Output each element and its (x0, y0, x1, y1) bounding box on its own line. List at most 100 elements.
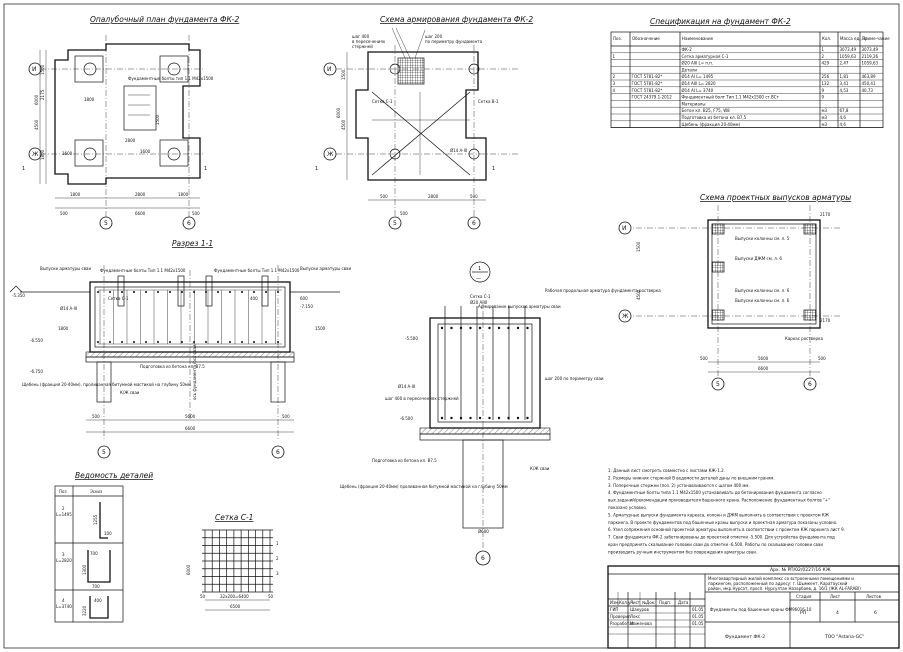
detail-bar-bottom (459, 416, 463, 420)
formwork-title: Опалубочный план фундамента ФК-2 (90, 15, 239, 24)
reinf-rebar-label: Ø14 A-III (450, 148, 467, 153)
mesh-dim-2: 6500 (230, 604, 241, 609)
mesh-dim-5: 50 (268, 594, 274, 599)
axis-5-outlets: 5 (716, 381, 720, 388)
spec-cell-5-2: Ø14 AIII L= 2820 (682, 81, 717, 86)
detail-section: 1 — 6 Рабочая продольная арматура фундам… (340, 261, 661, 566)
spec-cell-6-2: Ø14 AI L= 3740 (682, 88, 714, 93)
outlets-label-2: Выпуски ДЖМ см. л. 6 (735, 256, 782, 261)
reinf-callout-left-1: шаг 400 (352, 34, 370, 39)
spec-cell-8-2: Материалы (682, 101, 706, 106)
section-outlets-left: Выпуски арматуры сваи (40, 266, 92, 271)
reinforcement-title: Схема армирования фундамента ФК-2 (380, 15, 533, 24)
note-line: 6. Узел сопряжения основной проектной ар… (608, 527, 845, 532)
spec-cell-2-3: 429 (822, 61, 830, 66)
stamp-person-1-date: 01.05 (692, 607, 704, 612)
spec-cell-2-4: 2,47 (840, 61, 849, 66)
detail-bar-bottom (526, 416, 529, 420)
section-bolts-right: Фундаментные болты Тип 1.1 М42х1500 (214, 268, 300, 273)
note-line: паркинга. В проекте фундаментов под баше… (608, 520, 837, 525)
detail-rebar14: Ø14 A-III (398, 384, 415, 389)
section-bolt (177, 275, 185, 307)
section-level-1: -5.350 (12, 293, 25, 298)
formwork-outline (54, 43, 201, 185)
section-bolt (205, 275, 213, 307)
spec-cell-4-1: ГОСТ 5781-82* (632, 74, 663, 79)
axis-I-formwork: И (32, 66, 37, 73)
reinf-callout-right-2: по периметру фундамента (425, 39, 483, 44)
spec-cell-0-4: 3073,49 (840, 47, 857, 52)
spec-cell-2-5: 1059,63 (862, 61, 879, 66)
formwork-dim-left-1: 1500 (40, 64, 45, 75)
section-bar-top (121, 291, 123, 293)
section-bolts-left: Фундаментные болты Тип 1.1 М42х1500 (100, 268, 186, 273)
detail-bar-top (440, 326, 444, 330)
outlets-scheme: Схема проектных выпусков арматуры И Ж 5 … (618, 193, 851, 391)
stamp-sheet-title: Фундаменты под башенные краны ФМ96016-10 (710, 607, 812, 612)
spec-cell-11-3: м3 (822, 122, 828, 127)
outlets-title: Схема проектных выпусков арматуры (700, 193, 851, 202)
spec-cell-10-2: Подготовка из бетона кл. В7,5 (682, 115, 747, 120)
section-bar-top (193, 291, 195, 293)
section-bar-bottom (193, 341, 195, 343)
spec-cell-4-0: 2 (613, 74, 616, 79)
detail-bar-top (488, 326, 491, 330)
formwork-dim-bottom-1: 1800 (70, 192, 81, 197)
svg-text:1: 1 (22, 166, 25, 172)
section-bar-bottom (133, 341, 135, 343)
spec-cell-10-4: 4,6 (840, 115, 847, 120)
detail-rebar20: Ø20 A-III (470, 300, 487, 305)
mesh-title: Сетка С-1 (215, 513, 253, 522)
spec-cell-0-3: 1 (822, 47, 825, 52)
detail-mesh: Сетка С-1 (470, 294, 491, 299)
detail-axis: 6 (481, 555, 485, 562)
details-row-3-dim-1: 400 (94, 598, 102, 603)
section-bolt (117, 275, 125, 307)
spec-cell-11-2: Щебень (фракция 20-40мм) (682, 122, 741, 127)
section-outlets-right: Выпуски арматуры сваи (300, 266, 352, 271)
detail-bar-top (478, 326, 482, 330)
details-row-3-len: L=3740 (56, 604, 72, 609)
formwork-dim-left-5: 6000 (34, 94, 39, 105)
axis-6-reinf: 6 (472, 220, 476, 227)
detail-bar-top (507, 326, 510, 330)
mesh-label-3: 3 (276, 571, 279, 576)
outlets-dim-7: 1500 (636, 241, 641, 252)
detail-pile: К/Ж сваи (530, 466, 550, 471)
details-row-2-dim-2: 1300 (82, 564, 87, 575)
reinf-callout-right-1: шаг 200 (425, 34, 443, 39)
axis-Zh-reinf: Ж (327, 151, 334, 158)
detail-step400: шаг 400 в пересечениях стержней (385, 396, 459, 401)
reinf-dim-bottom-4: 500 (400, 211, 408, 216)
section-dim-5: 1800 (58, 326, 69, 331)
detail-step200: шаг 200 по периметру сваи (545, 376, 604, 381)
axis-6-outlets: 6 (808, 381, 812, 388)
note-line: 2. Размеры нижних стержней В ведомости д… (608, 475, 775, 480)
spec-cell-6-3: 9 (822, 88, 825, 93)
spec-cell-0-5: 3073,49 (862, 47, 879, 52)
reinf-callout-left-2: в пересечениях (352, 39, 386, 44)
section-level-4: -7.150 (300, 304, 313, 309)
section-bar-top (145, 291, 147, 293)
section-bar-bottom (109, 341, 111, 343)
spec-cell-6-5: 40,73 (862, 88, 874, 93)
note-line: 1. Данный лист смотреть совместно с лист… (608, 468, 725, 473)
stamp-h-list: Лист (630, 600, 641, 605)
axis-5-formwork: 5 (104, 220, 108, 227)
reinf-mesh-label-2: Сетка В-1 (478, 99, 499, 104)
section-bar-bottom (157, 341, 159, 343)
details-row-2-len: L=2820 (56, 558, 72, 563)
notes: 1. Данный лист смотреть совместно с лист… (608, 468, 845, 554)
mesh-label-1: 1 (276, 541, 279, 546)
detail-bar-top (526, 326, 529, 330)
spec-cell-1-3: 2 (822, 54, 825, 59)
section-pile: К/Ж сваи (120, 390, 140, 395)
reinf-callout-left-3: стержней (352, 44, 373, 49)
section-mesh-c1: Сетка С-1 (108, 296, 129, 301)
section-bar-top (241, 291, 243, 293)
detail-bar-top (450, 326, 453, 330)
mesh-label-2: 2 (276, 556, 279, 561)
section-bar-bottom (121, 341, 123, 343)
detail-level-2: -6.500 (400, 416, 413, 421)
